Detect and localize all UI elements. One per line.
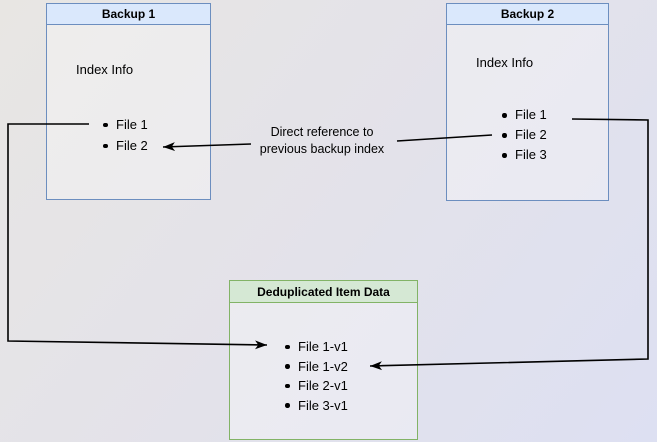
dedup-file-item: File 1-v2 — [284, 357, 348, 377]
backup1-file-list: File 1 File 2 — [102, 114, 148, 156]
backup1-title: Backup 1 — [47, 4, 210, 25]
backup1-file-item: File 2 — [102, 135, 148, 156]
direct-reference-edge-label: Direct reference to previous backup inde… — [237, 124, 407, 158]
edge-label-line2: previous backup index — [259, 142, 385, 156]
backup2-file-item: File 2 — [501, 125, 547, 145]
backup2-index-info-label: Index Info — [476, 55, 534, 70]
backup2-title: Backup 2 — [447, 4, 608, 25]
backup2-file-item: File 3 — [501, 145, 547, 165]
backup1-node: Backup 1 Index Info File 1 File 2 — [46, 3, 211, 200]
dedup-file-item: File 1-v1 — [284, 337, 348, 357]
backup1-index-info-label: Index Info — [76, 62, 134, 77]
edge-label-line1: Direct reference to — [270, 125, 374, 139]
dedup-title: Deduplicated Item Data — [230, 281, 417, 303]
backup2-file-list: File 1 File 2 File 3 — [501, 105, 547, 165]
dedup-node: Deduplicated Item Data File 1-v1 File 1-… — [229, 280, 418, 440]
dedup-file-list: File 1-v1 File 1-v2 File 2-v1 File 3-v1 — [284, 337, 348, 415]
dedup-file-item: File 2-v1 — [284, 376, 348, 396]
backup2-node: Backup 2 Index Info File 1 File 2 File 3 — [446, 3, 609, 201]
dedup-file-item: File 3-v1 — [284, 396, 348, 416]
backup1-file-item: File 1 — [102, 114, 148, 135]
backup2-file-item: File 1 — [501, 105, 547, 125]
